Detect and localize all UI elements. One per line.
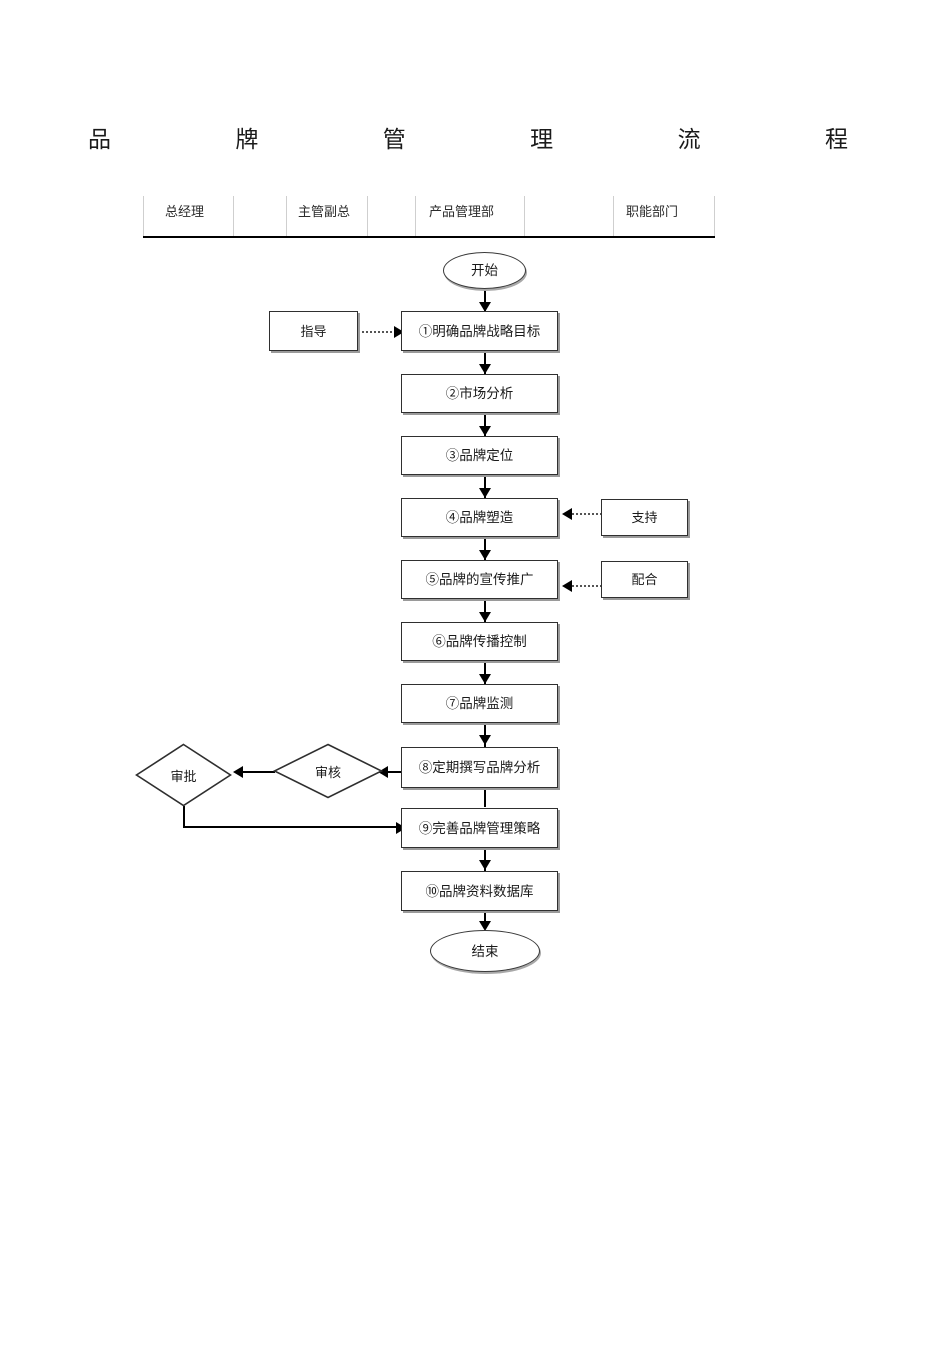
connector-guidance-to-step1 [358,331,396,333]
lane-divider-3 [286,196,287,237]
diamond-shape-review [273,743,383,799]
flow-node-step-9[interactable]: ⑨完善品牌管理策略 [401,808,558,848]
flow-node-side-guidance[interactable]: 指导 [269,311,358,351]
swimlane-label-general-manager: 总经理 [165,204,205,219]
swimlane-baseline [143,236,715,238]
flow-node-decision-approval[interactable]: 审批 [135,743,232,807]
page-title: 品 牌 管 理 流 程 [88,125,848,155]
arrow-step8-to-review [378,766,388,778]
swimlane-label-product-management: 产品管理部 [429,204,495,219]
flow-node-decision-approval-label: 审批 [170,768,197,784]
arrow-support-to-step4 [562,508,572,520]
flow-node-step-6-label: ⑥品牌传播控制 [432,634,527,649]
arrow-review-to-approval [233,766,243,778]
flow-node-step-1[interactable]: ①明确品牌战略目标 [401,311,558,351]
lane-divider-6 [524,196,525,237]
arrow-step9-to-step10 [479,860,491,870]
connector-step2-to-step3 [484,412,486,438]
connector-cooperation-to-step5 [572,585,602,587]
arrow-step10-to-end [479,921,491,931]
diamond-shape-approval [135,743,232,807]
flow-node-side-cooperation-label: 配合 [631,572,658,587]
connector-review-to-approval [243,771,275,773]
page-title-char-1: 品 [88,127,111,152]
flow-node-side-support-label: 支持 [631,510,658,525]
flow-node-step-10-label: ⑩品牌资料数据库 [425,883,534,899]
flow-node-step-1-label: ①明确品牌战略目标 [418,323,541,339]
flow-node-step-3-label: ③品牌定位 [445,448,514,463]
flow-node-step-2[interactable]: ②市场分析 [401,374,558,413]
lane-divider-8 [714,196,715,237]
swimlane-label-supervising-vp: 主管副总 [298,204,351,219]
flow-node-start[interactable]: 开始 [443,252,526,289]
connector-step8-to-step9 [484,789,486,807]
lane-divider-1 [143,196,144,237]
flow-node-side-support[interactable]: 支持 [601,499,688,536]
connector-approval-down [183,806,185,828]
lane-divider-7 [613,196,614,237]
connector-step6-to-step7 [484,661,486,686]
connector-step8-to-review [388,771,402,773]
flow-node-step-8[interactable]: ⑧定期撰写品牌分析 [401,747,558,788]
lane-divider-5 [415,196,416,237]
page-title-char-2: 牌 [235,127,259,152]
page-title-char-6: 程 [824,127,848,152]
arrow-step4-to-step5 [479,550,491,560]
flow-node-step-9-label: ⑨完善品牌管理策略 [418,820,541,836]
flow-node-step-7[interactable]: ⑦品牌监测 [401,684,558,723]
arrow-step1-to-step2 [479,364,491,374]
flow-node-step-2-label: ②市场分析 [445,386,514,401]
flow-node-side-guidance-label: 指导 [300,323,327,339]
flow-node-step-10[interactable]: ⑩品牌资料数据库 [401,871,558,911]
lane-divider-2 [233,196,234,237]
arrow-step3-to-step4 [479,488,491,498]
flow-node-decision-review[interactable]: 审核 [273,743,383,799]
connector-step9-to-step10 [484,847,486,871]
flow-node-step-5[interactable]: ⑤品牌的宣传推广 [401,560,558,599]
arrow-step2-to-step3 [479,426,491,436]
connector-step3-to-step4 [484,474,486,500]
flow-node-step-6[interactable]: ⑥品牌传播控制 [401,622,558,661]
flow-node-end-label: 结束 [471,943,499,959]
connector-step1-to-step2 [484,350,486,376]
arrow-cooperation-to-step5 [562,580,572,592]
flow-node-step-5-label: ⑤品牌的宣传推广 [425,572,534,587]
lane-divider-4 [367,196,368,237]
flow-node-start-label: 开始 [471,263,498,278]
flow-node-step-8-label: ⑧定期撰写品牌分析 [418,760,541,775]
connector-step5-to-step6 [484,599,486,624]
connector-step4-to-step5 [484,537,486,562]
connector-support-to-step4 [572,513,602,515]
arrow-step7-to-step8 [479,735,491,745]
arrow-step5-to-step6 [479,612,491,622]
page-title-char-5: 流 [677,127,701,152]
flow-node-side-cooperation[interactable]: 配合 [601,561,688,598]
flow-node-step-4[interactable]: ④品牌塑造 [401,498,558,537]
flow-node-step-7-label: ⑦品牌监测 [445,696,514,711]
arrow-start-to-step1 [479,302,491,312]
flow-node-decision-review-label: 审核 [314,764,341,780]
flow-node-step-3[interactable]: ③品牌定位 [401,436,558,475]
flow-node-step-4-label: ④品牌塑造 [445,510,514,525]
page-title-char-4: 理 [530,127,554,152]
swimlane-label-functional-dept: 职能部门 [626,204,679,219]
connector-step10-to-end [484,910,486,928]
arrow-step6-to-step7 [479,674,491,684]
swimlane-header: 总经理 主管副总 产品管理部 职能部门 [143,196,715,237]
page-title-char-3: 管 [382,127,406,152]
connector-start-to-step1 [484,288,486,312]
flow-node-end[interactable]: 结束 [430,930,540,972]
arrow-guidance-to-step1 [394,326,404,338]
connector-approval-to-step9 [183,826,399,828]
